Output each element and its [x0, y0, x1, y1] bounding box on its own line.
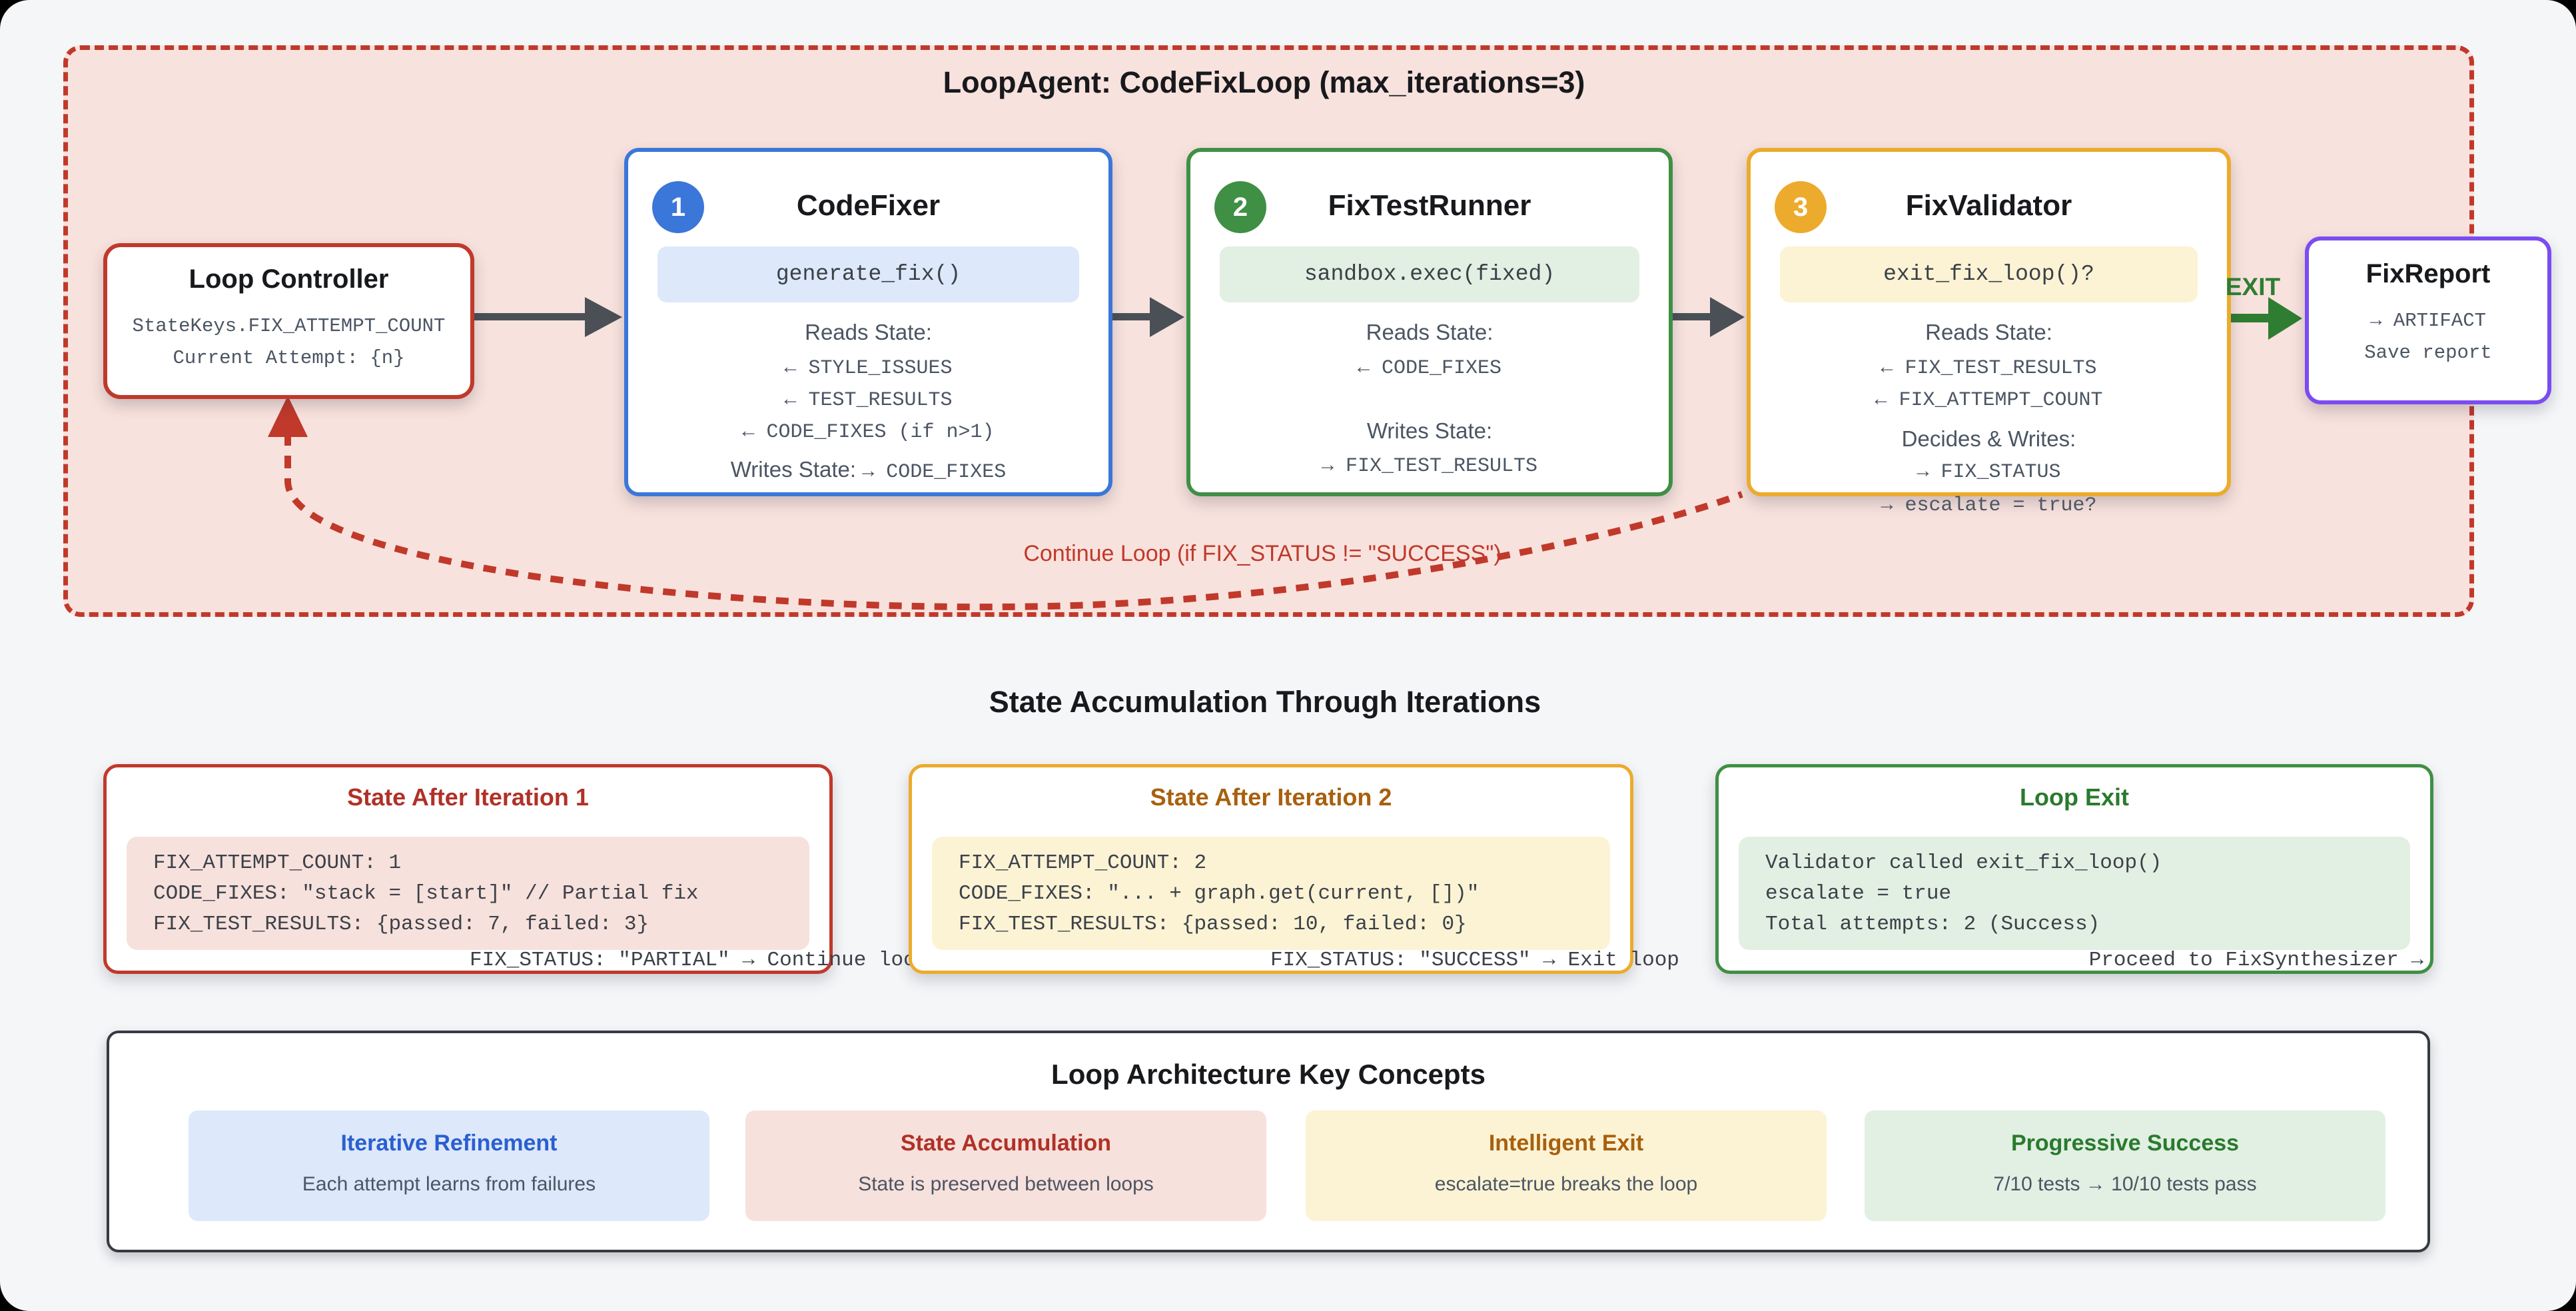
loop-container-title: LoopAgent: CodeFixLoop (max_iterations=3…	[943, 65, 1585, 99]
fixvalidator-read-2: ← FIX_ATTEMPT_COUNT	[1875, 389, 2103, 412]
iteration-1-title: State After Iteration 1	[347, 783, 589, 811]
iteration-2-line-1: FIX_ATTEMPT_COUNT: 2	[959, 851, 1207, 875]
state-section-title: State Accumulation Through Iterations	[989, 685, 1541, 719]
iteration-2-line-2: CODE_FIXES: "... + graph.get(current, []…	[959, 882, 1480, 905]
codefixer-writes-value: → CODE_FIXES	[862, 461, 1007, 484]
fixtestrunner-title: FixTestRunner	[1328, 189, 1531, 222]
fixreport-artifact: → ARTIFACT	[2369, 310, 2487, 332]
concept-3-desc: escalate=true breaks the loop	[1434, 1173, 1698, 1195]
key-concepts-title: Loop Architecture Key Concepts	[1051, 1059, 1486, 1090]
exit-label: EXIT	[2225, 273, 2281, 300]
node-fixtestrunner: 2 FixTestRunner sandbox.exec(fixed) Read…	[1186, 148, 1673, 496]
fixreport-title: FixReport	[2365, 259, 2491, 288]
fixvalidator-write-2: → escalate = true?	[1881, 494, 2097, 517]
iteration-2-title: State After Iteration 2	[1150, 783, 1392, 811]
fixtestrunner-read-1: ← CODE_FIXES	[1357, 357, 1502, 380]
state-card-iteration-2: State After Iteration 2 FIX_ATTEMPT_COUN…	[909, 764, 1679, 974]
continue-loop-label: Continue Loop (if FIX_STATUS != "SUCCESS…	[1023, 541, 1502, 566]
fixreport-save: Save report	[2364, 342, 2492, 364]
fixtestrunner-method-pill: sandbox.exec(fixed)	[1220, 246, 1639, 302]
concept-4-title: Progressive Success	[2010, 1130, 2240, 1156]
state-card-iteration-1: State After Iteration 1 FIX_ATTEMPT_COUN…	[103, 764, 928, 974]
codefixer-read-3: ← CODE_FIXES (if n>1)	[742, 421, 995, 444]
fixvalidator-title: FixValidator	[1905, 189, 2072, 222]
iteration-1-line-3: FIX_TEST_RESULTS: {passed: 7, failed: 3}	[153, 913, 649, 936]
concept-state-accumulation: State Accumulation State is preserved be…	[745, 1110, 1266, 1221]
iteration-1-code-block	[127, 837, 809, 950]
node-fixvalidator: 3 FixValidator exit_fix_loop()? Reads St…	[1747, 148, 2231, 517]
concept-4-desc: 7/10 tests → 10/10 tests pass	[1993, 1173, 2257, 1195]
codefixer-method-pill: generate_fix()	[657, 246, 1079, 302]
fixvalidator-read-1: ← FIX_TEST_RESULTS	[1881, 357, 2097, 380]
fixvalidator-write-1: → FIX_STATUS	[1917, 461, 2061, 484]
concept-2-desc: State is preserved between loops	[858, 1173, 1154, 1195]
codefixer-read-2: ← TEST_RESULTS	[784, 389, 953, 412]
concept-1-desc: Each attempt learns from failures	[302, 1173, 596, 1195]
loop-exit-proceed-line: Proceed to FixSynthesizer →	[2088, 949, 2423, 972]
loop-exit-line-2: escalate = true	[1765, 882, 1952, 905]
fixtestrunner-writes-label: Writes State:	[1366, 418, 1493, 443]
iteration-1-line-1: FIX_ATTEMPT_COUNT: 1	[153, 851, 402, 875]
iteration-2-code-block	[932, 837, 1610, 950]
step-badge-1: 1	[652, 181, 704, 233]
fixvalidator-method-pill: exit_fix_loop()?	[1780, 246, 2198, 302]
key-concepts-panel: Loop Architecture Key Concepts Iterative…	[107, 1031, 2430, 1252]
iteration-1-line-2: CODE_FIXES: "stack = [start]" // Partial…	[153, 882, 699, 905]
concept-iterative-refinement: Iterative Refinement Each attempt learns…	[189, 1110, 709, 1221]
fixvalidator-writes-label: Decides & Writes:	[1901, 426, 2076, 451]
fixvalidator-reads-label: Reads State:	[1925, 320, 2052, 344]
codefixer-writes-line: Writes State: → CODE_FIXES	[628, 457, 1108, 484]
concept-1-title: Iterative Refinement	[340, 1130, 558, 1156]
concept-progressive-success: Progressive Success 7/10 tests → 10/10 t…	[1865, 1110, 2385, 1221]
step-badge-3: 3	[1775, 181, 1827, 233]
loop-controller-statekey: StateKeys.FIX_ATTEMPT_COUNT	[132, 315, 446, 337]
concept-2-title: State Accumulation	[900, 1130, 1112, 1156]
node-codefixer: 1 CodeFixer generate_fix() Reads State: …	[624, 148, 1112, 496]
loop-controller-attempt: Current Attempt: {n}	[173, 347, 405, 369]
concept-intelligent-exit: Intelligent Exit escalate=true breaks th…	[1306, 1110, 1827, 1221]
loop-exit-line-3: Total attempts: 2 (Success)	[1765, 913, 2100, 936]
loop-controller-title: Loop Controller	[189, 264, 389, 294]
step-badge-2: 2	[1214, 181, 1266, 233]
node-fixreport: FixReport → ARTIFACT Save report	[2305, 236, 2551, 404]
codefixer-title: CodeFixer	[796, 189, 941, 222]
iteration-1-status-line: FIX_STATUS: "PARTIAL" → Continue loop	[470, 949, 929, 972]
fixtestrunner-writes-value: → FIX_TEST_RESULTS	[1321, 455, 1538, 478]
fixtestrunner-reads-label: Reads State:	[1366, 320, 1494, 344]
loop-exit-line-1: Validator called exit_fix_loop()	[1765, 851, 2162, 875]
loop-exit-title: Loop Exit	[2020, 783, 2129, 811]
iteration-2-status-line: FIX_STATUS: "SUCCESS" → Exit loop	[1270, 949, 1679, 972]
concept-3-title: Intelligent Exit	[1488, 1130, 1644, 1156]
codefixer-writes-label: Writes State:	[730, 457, 857, 482]
loop-exit-code-block	[1739, 837, 2410, 950]
node-loop-controller: Loop Controller StateKeys.FIX_ATTEMPT_CO…	[103, 243, 474, 399]
codefixer-read-1: ← STYLE_ISSUES	[784, 357, 953, 380]
state-card-loop-exit: Loop Exit Validator called exit_fix_loop…	[1715, 764, 2433, 974]
codefixer-reads-label: Reads State:	[805, 320, 932, 344]
iteration-2-line-3: FIX_TEST_RESULTS: {passed: 10, failed: 0…	[959, 913, 1467, 936]
